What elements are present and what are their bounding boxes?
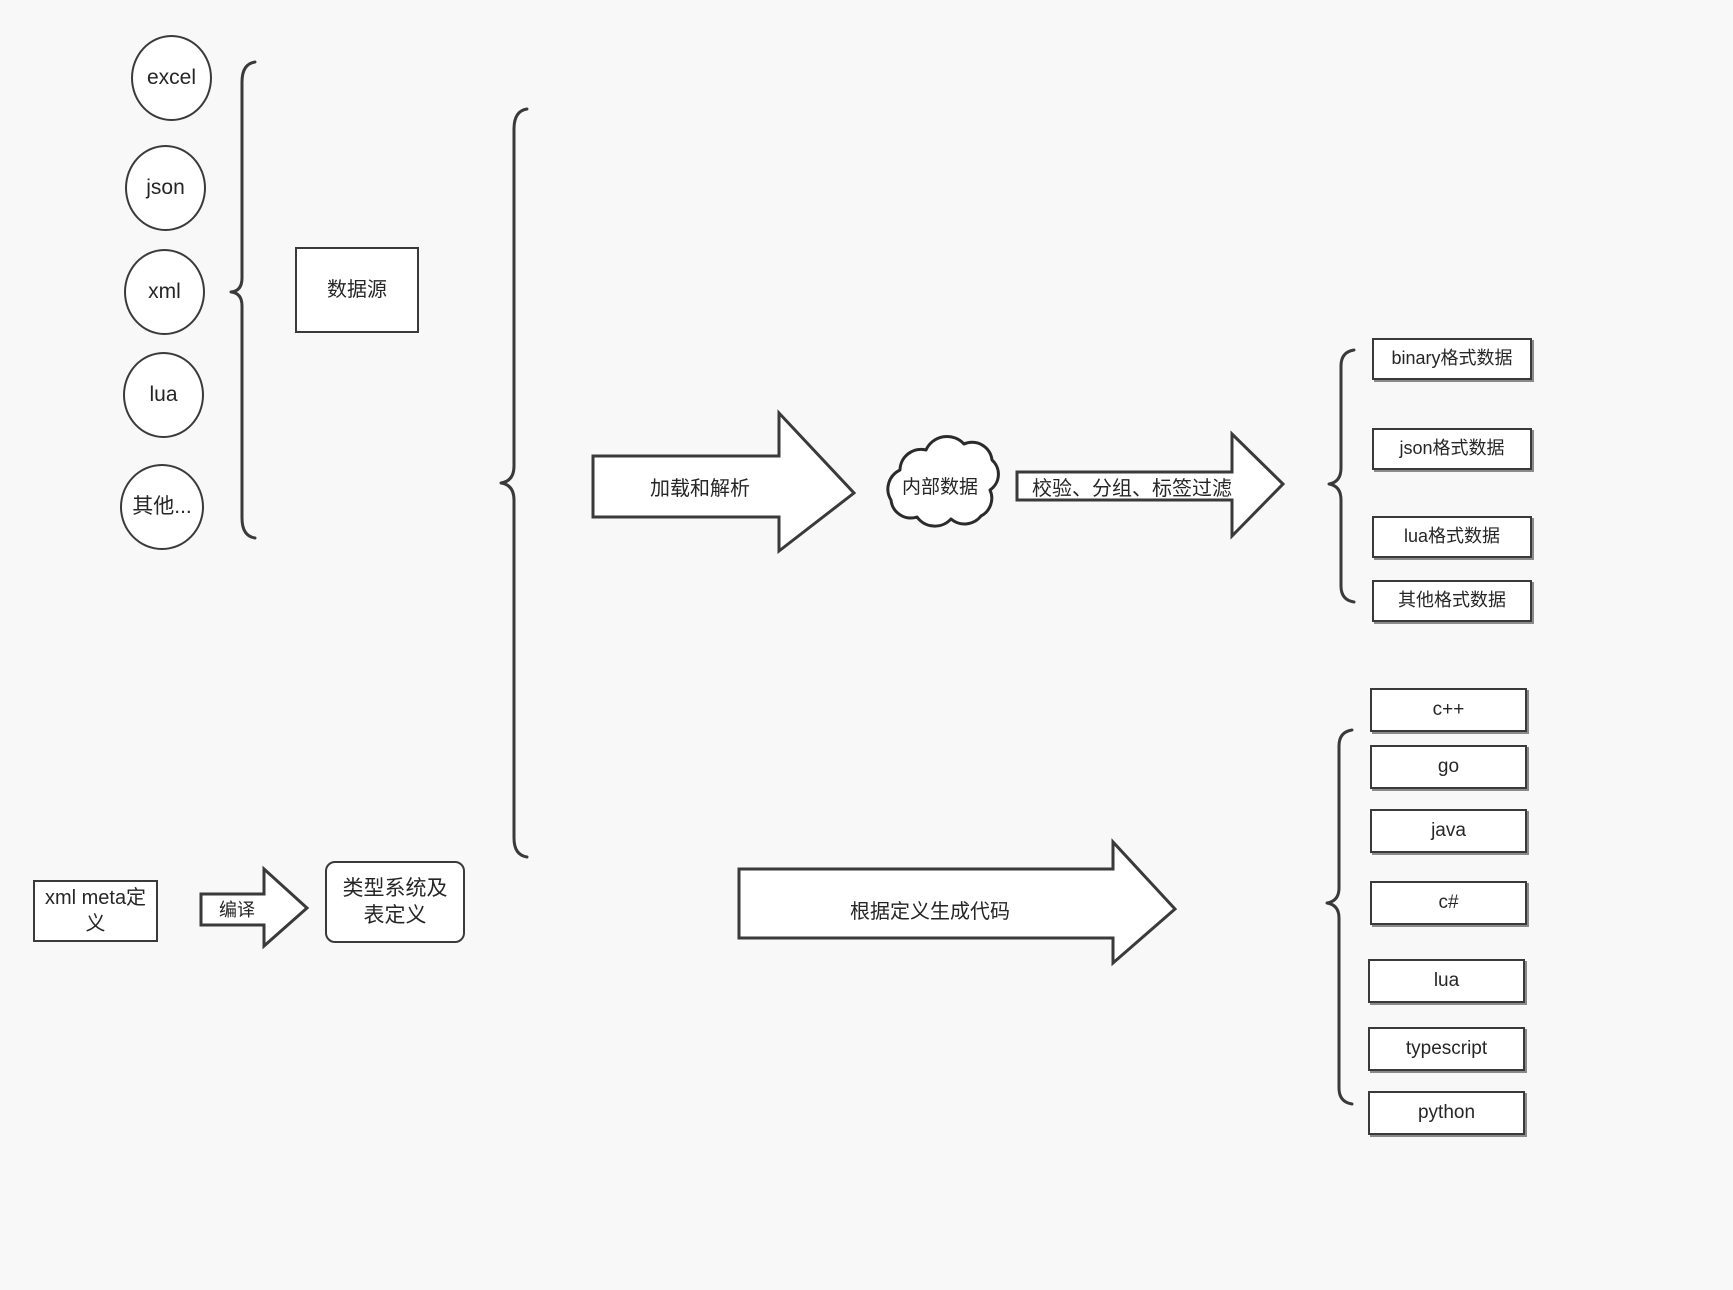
source-label: 其他... <box>132 495 192 519</box>
arrow-compile <box>199 865 310 950</box>
output-language-box-java[interactable]: java <box>1370 809 1527 853</box>
arrow-label-generate-code: 根据定义生成代码 <box>760 893 1100 925</box>
source-node-excel[interactable]: excel <box>131 35 212 121</box>
source-node-json[interactable]: json <box>125 145 206 231</box>
output-language-label: java <box>1431 819 1466 841</box>
output-language-label: lua <box>1433 969 1460 991</box>
output-format-label: json格式数据 <box>1399 438 1505 459</box>
arrow-generate-code <box>737 838 1178 967</box>
xml-meta-definition-box[interactable]: xml meta定义 <box>33 880 158 942</box>
output-language-box-typescript[interactable]: typescript <box>1368 1027 1525 1071</box>
output-format-box-binary[interactable]: binary格式数据 <box>1372 338 1532 380</box>
source-label: lua <box>149 383 178 407</box>
type-system-label: 类型系统及表定义 <box>342 876 448 927</box>
load-parse-label: 加载和解析 <box>650 477 750 500</box>
data-source-label: 数据源 <box>327 279 387 301</box>
brace-sources <box>229 60 257 540</box>
output-language-label: typescript <box>1405 1037 1488 1059</box>
source-label: xml <box>148 280 181 304</box>
type-system-box[interactable]: 类型系统及表定义 <box>325 861 465 943</box>
xml-meta-definition-label: xml meta定义 <box>44 887 147 935</box>
cloud-internal-data <box>886 434 1000 528</box>
brace-languages <box>1325 728 1354 1106</box>
internal-data-label: 内部数据 <box>901 476 978 498</box>
output-language-box-go[interactable]: go <box>1370 745 1527 789</box>
brace-pipeline-input <box>499 107 529 859</box>
filter-label: 校验、分组、标签过滤 <box>1032 477 1232 500</box>
output-language-box-cpp[interactable]: c++ <box>1370 688 1527 732</box>
output-format-label: lua格式数据 <box>1403 526 1501 547</box>
arrow-label-validate-group-filter: 校验、分组、标签过滤 <box>1027 470 1237 502</box>
output-format-label: binary格式数据 <box>1391 348 1513 369</box>
source-node-other[interactable]: 其他... <box>120 464 204 550</box>
cloud-label-internal-data: 内部数据 <box>890 470 990 500</box>
source-label: json <box>146 176 185 200</box>
output-format-label: 其他格式数据 <box>1398 590 1506 611</box>
source-node-lua[interactable]: lua <box>123 352 204 438</box>
compile-label: 编译 <box>219 900 255 920</box>
output-language-label: c++ <box>1432 698 1465 720</box>
arrow-label-compile: 编译 <box>206 895 268 923</box>
output-language-box-lua[interactable]: lua <box>1368 959 1525 1003</box>
output-language-box-python[interactable]: python <box>1368 1091 1525 1135</box>
output-format-box-other[interactable]: 其他格式数据 <box>1372 580 1532 622</box>
arrow-load-parse <box>591 409 857 555</box>
arrow-label-load-parse: 加载和解析 <box>615 470 785 502</box>
source-node-xml[interactable]: xml <box>124 249 205 335</box>
brace-data-formats <box>1327 348 1356 604</box>
output-format-box-lua[interactable]: lua格式数据 <box>1372 516 1532 558</box>
output-language-label: python <box>1417 1101 1476 1123</box>
codegen-label: 根据定义生成代码 <box>850 900 1010 923</box>
output-format-box-json[interactable]: json格式数据 <box>1372 428 1532 470</box>
output-language-box-csharp[interactable]: c# <box>1370 881 1527 925</box>
arrow-validate-group-filter <box>1015 430 1286 540</box>
output-language-label: c# <box>1438 891 1459 913</box>
data-source-box[interactable]: 数据源 <box>295 247 419 333</box>
source-label: excel <box>146 66 197 90</box>
output-language-label: go <box>1437 755 1460 777</box>
